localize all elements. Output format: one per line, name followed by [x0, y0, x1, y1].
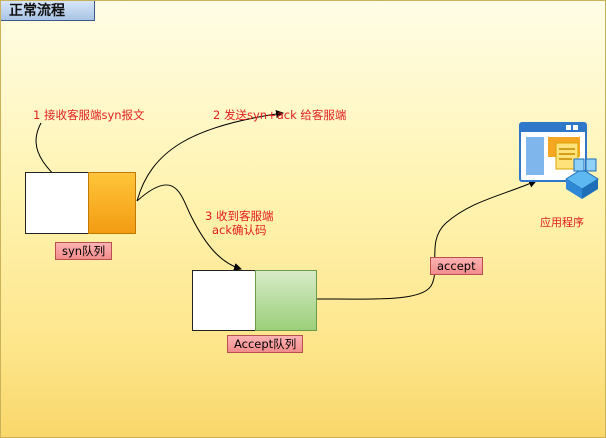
arrow-send-syn-ack	[136, 110, 284, 202]
accept-queue-label: Accept队列	[227, 335, 304, 353]
application-label: 应用程序	[540, 216, 584, 229]
arrow-receive-ack	[136, 184, 242, 271]
step-3-label: 3 收到客服端 ack确认码	[205, 209, 273, 237]
accept-call-label: accept	[430, 257, 483, 275]
diagram-title: 正常流程	[1, 1, 95, 21]
application-window-icon	[518, 119, 600, 205]
step-1-label: 1 接收客服端syn报文	[33, 108, 145, 122]
step-2-label: 2 发送syn+ack 给客服端	[213, 108, 347, 122]
accept-queue-filled-slot	[255, 270, 317, 331]
step-3-line2: ack确认码	[211, 223, 267, 237]
syn-queue-empty-slot	[25, 172, 89, 234]
arrow-accept	[316, 180, 537, 300]
accept-queue-empty-slot	[192, 270, 256, 331]
step-3-line1: 3 收到客服端	[205, 209, 274, 223]
syn-queue-filled-slot	[88, 172, 136, 234]
syn-queue-label: syn队列	[55, 242, 113, 260]
